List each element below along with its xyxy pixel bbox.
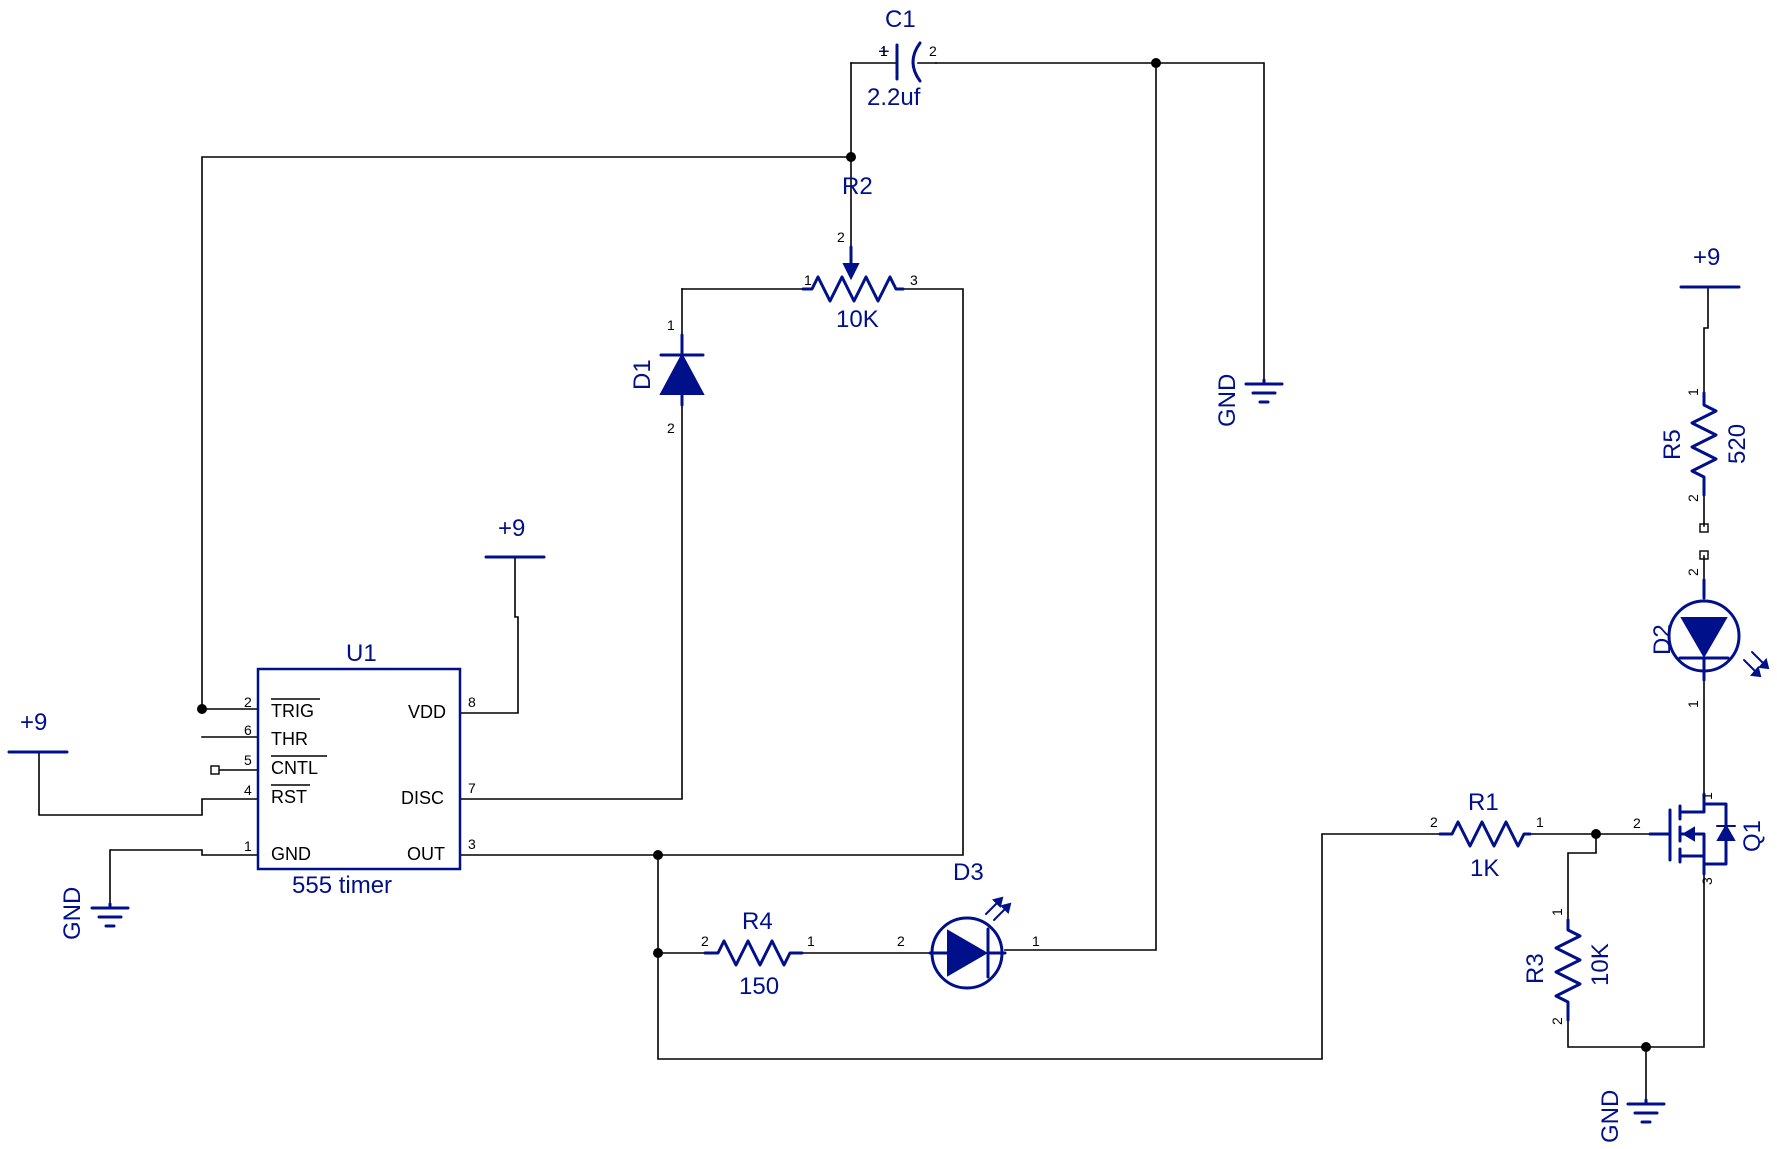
vcc-symbol-u1: +9 xyxy=(484,515,546,559)
junction-dot xyxy=(653,948,663,958)
junction-dot xyxy=(1151,58,1161,68)
r1-ref-label: R1 xyxy=(1468,789,1499,816)
d2-led: D2 2 1 xyxy=(1649,550,1770,708)
u1-pin-vdd-label: VDD xyxy=(408,702,446,722)
gnd-left-label: GND xyxy=(59,887,86,940)
r2-potentiometer: R2 10K 1 2 3 xyxy=(801,173,918,333)
junction-dot xyxy=(1641,1042,1651,1052)
r5-value-label: 520 xyxy=(1724,424,1751,464)
vcc-right-label: +9 xyxy=(1693,244,1720,271)
d1-pin2-number: 2 xyxy=(667,420,675,436)
u1-body xyxy=(256,667,462,871)
vcc-symbol-right: +9 xyxy=(1679,244,1741,289)
r4-pin1-number: 1 xyxy=(807,933,815,949)
r3-pin1-number: 1 xyxy=(1549,908,1565,916)
d2-pin2-number: 2 xyxy=(1685,568,1701,576)
r5-pin2-number: 2 xyxy=(1685,494,1701,502)
d3-pin2-number: 2 xyxy=(897,933,905,949)
wires xyxy=(38,62,1709,1101)
d3-led: D3 2 1 xyxy=(897,859,1040,990)
u1-pin-gnd-label: GND xyxy=(271,844,311,864)
q1-mosfet: Q1 2 1 3 xyxy=(1633,792,1766,885)
r5-ref-label: R5 xyxy=(1659,429,1686,460)
junction-dot xyxy=(197,704,207,714)
u1-ref-label: U1 xyxy=(346,640,377,667)
c1-ref-label: C1 xyxy=(885,6,916,33)
u1-cntl-open-pin xyxy=(210,765,220,775)
u1-pin-6-number: 6 xyxy=(244,722,252,738)
r2-pin3-number: 3 xyxy=(910,272,918,288)
r3-resistor: R3 10K 1 2 xyxy=(1522,908,1614,1025)
q1-pin2-number: 2 xyxy=(1633,815,1641,831)
q1-pin3-number: 3 xyxy=(1699,877,1715,885)
c1-capacitor: C1 2.2uf + 1 2 xyxy=(850,6,937,111)
r3-value-label: 10K xyxy=(1587,943,1614,986)
d1-ref-label: D1 xyxy=(629,359,656,390)
r1-value-label: 1K xyxy=(1470,855,1499,882)
junction-dot xyxy=(653,850,663,860)
c1-pin2-number: 2 xyxy=(929,43,937,59)
r2-pin1-number: 1 xyxy=(804,272,812,288)
c1-pin1-number: 1 xyxy=(880,43,888,59)
u1-pin-rst-label: RST xyxy=(271,787,307,807)
vcc-symbol-left: +9 xyxy=(7,709,69,754)
r5-resistor: R5 520 1 2 xyxy=(1659,388,1751,533)
gnd-c1-label: GND xyxy=(1214,374,1241,427)
gnd-symbol-right: GND xyxy=(1597,1090,1666,1143)
vcc-u1-label: +9 xyxy=(498,515,525,542)
u1-pin-8-number: 8 xyxy=(468,694,476,710)
r2-pin2-number: 2 xyxy=(837,229,845,245)
c1-value-label: 2.2uf xyxy=(867,84,921,111)
u1-value-label: 555 timer xyxy=(292,872,392,899)
r4-value-label: 150 xyxy=(739,973,779,1000)
junction-dot xyxy=(1591,829,1601,839)
junctions xyxy=(197,58,1651,1052)
u1-pin-7-number: 7 xyxy=(468,780,476,796)
r3-pin2-number: 2 xyxy=(1549,1017,1565,1025)
u1-pin-out-label: OUT xyxy=(407,844,445,864)
d2-ref-label: D2 xyxy=(1649,624,1676,655)
c1-plus-label: + xyxy=(878,41,890,63)
r3-ref-label: R3 xyxy=(1522,953,1549,984)
d2-test-point xyxy=(1699,550,1709,560)
u1-pin-3-number: 3 xyxy=(468,836,476,852)
u1-pin-trig-label: TRIG xyxy=(271,701,314,721)
vcc-left-label: +9 xyxy=(20,709,47,736)
gnd-symbol-c1: GND xyxy=(1214,374,1284,427)
r1-pin2-number: 2 xyxy=(1430,814,1438,830)
r1-resistor: R1 1K 2 1 xyxy=(1430,789,1544,882)
d1-diode: D1 1 2 xyxy=(629,317,705,436)
junction-dot xyxy=(846,152,856,162)
q1-pin1-number: 1 xyxy=(1699,792,1715,800)
r1-pin1-number: 1 xyxy=(1536,814,1544,830)
r4-ref-label: R4 xyxy=(742,908,773,935)
u1-pin-1-number: 1 xyxy=(244,838,252,854)
u1-pin-2-number: 2 xyxy=(244,694,252,710)
u1-pin-thr-label: THR xyxy=(271,729,308,749)
d3-pin1-number: 1 xyxy=(1032,933,1040,949)
u1-555-timer: U1 555 timer TRIG THR CNTL RST GND VDD D… xyxy=(210,640,476,899)
u1-pin-5-number: 5 xyxy=(244,752,252,768)
u1-pin-4-number: 4 xyxy=(244,782,252,798)
d3-ref-label: D3 xyxy=(953,859,984,886)
q1-ref-label: Q1 xyxy=(1739,820,1766,852)
gnd-right-label: GND xyxy=(1597,1090,1624,1143)
r2-value-label: 10K xyxy=(836,306,879,333)
r2-ref-label: R2 xyxy=(842,173,873,200)
r4-pin2-number: 2 xyxy=(701,933,709,949)
r5-test-point xyxy=(1699,523,1709,533)
gnd-symbol-left: GND xyxy=(59,887,130,940)
r4-resistor: R4 150 2 1 xyxy=(701,908,815,1000)
d2-pin1-number: 1 xyxy=(1685,700,1701,708)
u1-pin-disc-label: DISC xyxy=(401,788,444,808)
d1-pin1-number: 1 xyxy=(667,317,675,333)
r5-pin1-number: 1 xyxy=(1685,388,1701,396)
u1-pin-cntl-label: CNTL xyxy=(271,758,318,778)
